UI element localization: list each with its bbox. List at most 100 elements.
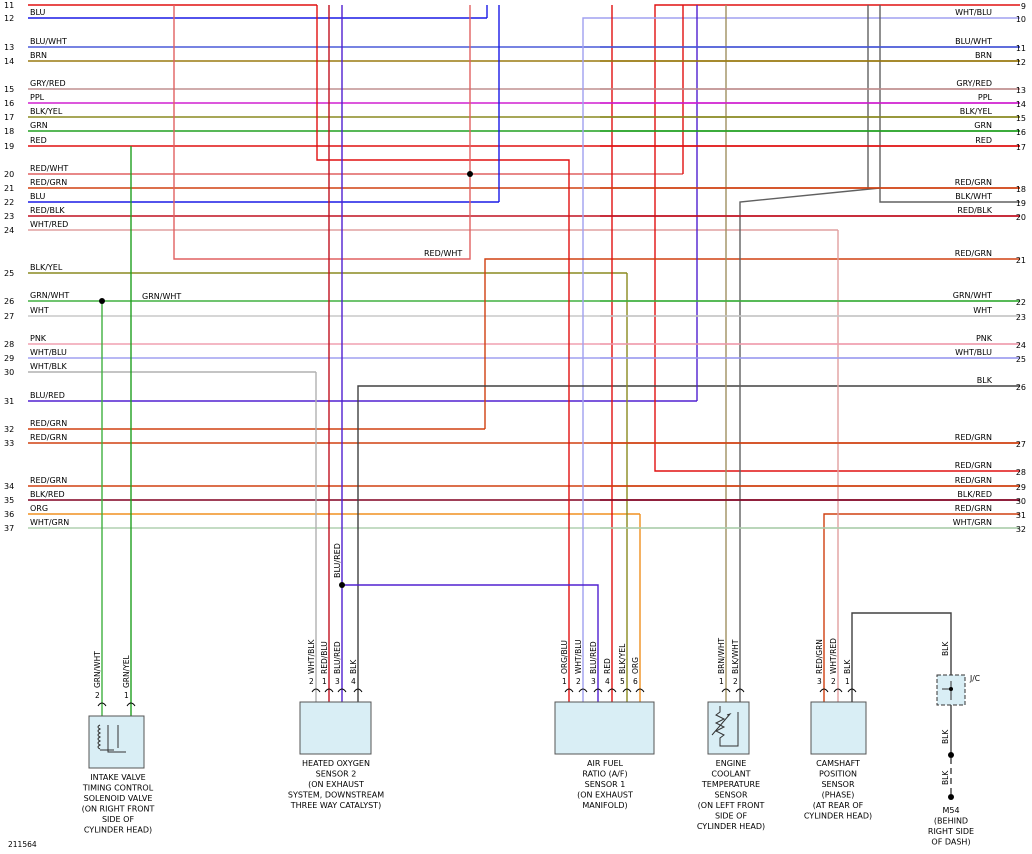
label-layer: 1112BLU13BLU/WHT14BRN15GRY/RED16PPL17BLK… <box>4 1 1026 534</box>
af-sensor-1-caption-4: MANIFOLD) <box>582 801 627 810</box>
routed-wire-3 <box>357 385 1020 702</box>
intake-valve-pin-wire-1: GRN/YEL <box>122 655 131 688</box>
o2-sensor-2-caption-2: (ON EXHAUST <box>308 780 364 789</box>
pin-left-30: 30 <box>4 368 14 377</box>
wire-label-left-17: BLK/YEL <box>30 107 63 116</box>
pin-right-9: 9 <box>1021 2 1026 11</box>
af-sensor-1-pin-1: 1 <box>562 677 567 686</box>
af-sensor-1-pin-6: 6 <box>633 677 638 686</box>
ect-sensor-pin-2: 2 <box>733 677 738 686</box>
af-sensor-1-pin-3: 3 <box>591 677 596 686</box>
cmp-sensor-pin-wire-3: RED/GRN <box>815 639 824 674</box>
af-sensor-1-pin-terminal-2 <box>578 688 588 693</box>
wire-label-right-29: RED/GRN <box>955 476 992 485</box>
intake-valve-pin-terminal-2 <box>97 702 107 707</box>
pin-left-27: 27 <box>4 312 14 321</box>
pin-right-31: 31 <box>1016 511 1026 520</box>
mid-label-blu-red: BLU/RED <box>333 543 342 578</box>
af-sensor-1-pin-terminal-3 <box>593 688 603 693</box>
intake-valve-pin-1: 1 <box>124 691 129 700</box>
wire-label-left-16: PPL <box>30 93 45 102</box>
pin-left-14: 14 <box>4 57 14 66</box>
af-sensor-1-caption-0: AIR FUEL <box>587 759 623 768</box>
pin-right-19: 19 <box>1016 199 1026 208</box>
pin-right-11: 11 <box>1016 44 1026 53</box>
o2-sensor-2-pin-terminal-4 <box>353 688 363 693</box>
pin-right-13: 13 <box>1016 86 1026 95</box>
wire-label-left-34: RED/GRN <box>30 476 67 485</box>
o2-sensor-2-pin-terminal-3 <box>337 688 347 693</box>
pin-right-16: 16 <box>1016 128 1026 137</box>
af-sensor-1-caption-1: RATIO (A/F) <box>582 770 627 779</box>
intake-valve-pin-wire-2: GRN/WHT <box>93 651 102 688</box>
pin-left-17: 17 <box>4 113 14 122</box>
pin-right-20: 20 <box>1016 213 1026 222</box>
intake-valve-box <box>88 715 145 769</box>
af-sensor-1-pin-terminal-1 <box>564 688 574 693</box>
pin-right-27: 27 <box>1016 440 1026 449</box>
pin-right-28: 28 <box>1016 468 1026 477</box>
o2-sensor-2-pin-wire-3: BLU/RED <box>333 641 342 674</box>
ect-sensor-pin-terminal-1 <box>721 688 731 693</box>
routed-wire-11 <box>173 5 471 260</box>
jc-label: J/C <box>969 674 980 683</box>
cmp-sensor-pin-terminal-2 <box>833 688 843 693</box>
wire-label-right-30: BLK/RED <box>957 490 992 499</box>
o2-sensor-2-pin-wire-1: RED/BLU <box>320 641 329 674</box>
intake-valve-caption-1: TIMING CONTROL <box>82 784 154 793</box>
pin-left-33: 33 <box>4 439 14 448</box>
wire-label-right-26: BLK <box>977 376 993 385</box>
wire-label-right-27: RED/GRN <box>955 433 992 442</box>
af-sensor-1-pin-wire-2: WHT/BLU <box>574 639 583 674</box>
wire-label-left-23: RED/BLK <box>30 206 65 215</box>
pin-left-15: 15 <box>4 85 14 94</box>
wire-label-left-36: ORG <box>30 504 48 513</box>
ground-assembly <box>851 612 966 800</box>
routed-wire-4 <box>823 513 1020 702</box>
wire-layer <box>28 4 1020 529</box>
wire-label-left-25: BLK/YEL <box>30 263 63 272</box>
splice-dot-blu-red <box>339 582 345 588</box>
routed-wire-2 <box>484 258 1020 429</box>
ect-sensor-pin-wire-2: BLK/WHT <box>731 639 740 674</box>
ect-sensor-pin-wire-1: BRN/WHT <box>717 637 726 674</box>
ground-caption-1: (BEHIND <box>934 817 968 826</box>
cmp-sensor-pin-terminal-1 <box>847 688 857 693</box>
pin-right-15: 15 <box>1016 114 1026 123</box>
splice-dot-grn-wht <box>99 298 105 304</box>
wire-label-left-21: RED/GRN <box>30 178 67 187</box>
af-sensor-1-pin-terminal-5 <box>622 688 632 693</box>
o2-sensor-2-caption-3: SYSTEM, DOWNSTREAM <box>288 791 384 800</box>
wire-label-left-12: BLU <box>30 8 46 17</box>
wire-label-right-22: GRN/WHT <box>953 291 992 300</box>
wire-label-right-25: WHT/BLU <box>955 348 992 357</box>
pin-right-25: 25 <box>1016 355 1026 364</box>
pin-left-28: 28 <box>4 340 14 349</box>
wire-label-left-13: BLU/WHT <box>30 37 67 46</box>
af-sensor-1-pin-wire-5: BLK/YEL <box>618 643 627 674</box>
wire-label-left-26: GRN/WHT <box>30 291 69 300</box>
pin-right-17: 17 <box>1016 143 1026 152</box>
wire-label-left-37: WHT/GRN <box>30 518 69 527</box>
o2-sensor-2-pin-wire-2: WHT/BLK <box>307 639 316 674</box>
pin-left-23: 23 <box>4 212 14 221</box>
wire-label-left-35: BLK/RED <box>30 490 65 499</box>
o2-sensor-2-pin-3: 3 <box>335 677 340 686</box>
pin-left-24: 24 <box>4 226 14 235</box>
ect-sensor-caption-6: CYLINDER HEAD) <box>697 822 765 831</box>
pin-left-11: 11 <box>4 1 14 10</box>
thermistor-icon <box>711 706 739 747</box>
wire-label-right-14: PPL <box>978 93 993 102</box>
o2-sensor-2-pin-2: 2 <box>309 677 314 686</box>
wire-label-left-24: WHT/RED <box>30 220 68 229</box>
pin-right-14: 14 <box>1016 100 1026 109</box>
pin-right-26: 26 <box>1016 383 1026 392</box>
ground-point <box>948 794 954 800</box>
cmp-sensor-caption-0: CAMSHAFT <box>816 759 860 768</box>
pin-left-25: 25 <box>4 269 14 278</box>
ground-wire-bot-label: BLK <box>941 770 950 785</box>
cmp-sensor-caption-4: (AT REAR OF <box>813 801 864 810</box>
wire-label-right-19: BLK/WHT <box>955 192 992 201</box>
